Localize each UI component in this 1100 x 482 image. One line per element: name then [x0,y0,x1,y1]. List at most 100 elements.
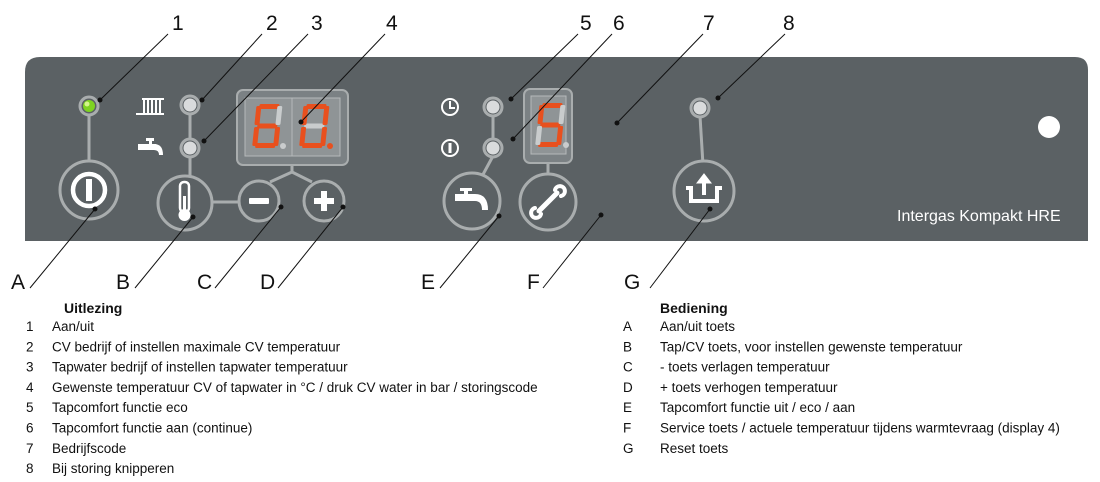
legend-item-text: Gewenste temperatuur CV of tapwater in °… [52,380,538,395]
callout-a: A [11,271,25,294]
power-small-icon [441,139,459,157]
callout-f: F [527,271,540,294]
minus-icon [249,198,269,204]
callout-c: C [197,271,212,294]
plus-button[interactable] [302,179,346,223]
legend-left-title: Uitlezing [64,300,122,316]
callout-b: B [116,271,130,294]
callout-d: D [260,271,275,294]
legend-item-text: Tapcomfort functie uit / eco / aan [660,400,855,415]
legend-item-text: Service toets / actuele temperatuur tijd… [660,421,1060,436]
indicator-dot [1038,116,1060,138]
segment-g [304,123,325,129]
legend-item-text: Tapwater bedrijf of instellen tapwater t… [52,360,348,375]
legend-key: B [623,339,632,354]
tap-icon [455,188,488,210]
service-button[interactable] [518,172,578,232]
plus-icon [314,191,334,211]
legend-left: 1 Aan/uit 2 CV bedrijf of instellen maximal… [26,319,538,476]
legend-key: 3 [26,360,34,375]
legend-item-text: Bij storing knipperen [52,461,174,476]
segment-e [535,126,543,145]
legend-key: 7 [26,441,34,456]
segment-b [275,106,283,125]
legend-key: 4 [26,380,34,395]
legend-key: 5 [26,400,34,415]
power-button[interactable] [58,159,120,221]
legend-key: G [623,441,634,456]
callout-g: G [624,271,640,294]
legend-right-title: Bediening [660,300,728,316]
segment-e [252,127,260,146]
legend-item-text: Aan/uit toets [660,319,735,334]
led-tapwater [179,137,201,159]
legend-item-text: CV bedrijf of instellen maximale CV temp… [52,339,341,354]
status-code-display [523,88,573,164]
legend-item-text: Aan/uit [52,319,94,334]
callout-2: 2 [266,12,278,35]
reset-icon [686,173,722,203]
leader-lines [29,33,786,289]
callout-7: 7 [703,12,715,35]
connectors [87,113,705,204]
thermometer-icon [178,180,191,221]
callout-3: 3 [311,12,323,35]
legend-key: A [623,319,632,334]
led-power [78,95,100,117]
radiator-icon [136,98,164,115]
segment-g [540,122,561,128]
segment-c [273,127,281,146]
tap-cv-button[interactable] [156,174,214,232]
legend-item-text: Tapcomfort functie eco [52,400,188,415]
temperature-display [236,89,349,166]
tap-icon [138,138,163,155]
reset-button[interactable] [672,159,736,223]
legend-key: C [623,360,633,375]
leader-dots [92,95,721,220]
decimal-point [327,143,333,149]
legend-item-text: Tapcomfort functie aan (continue) [52,421,252,436]
callout-6: 6 [613,12,625,35]
segment-g [257,123,278,129]
led-fault [689,97,711,119]
legend-item-text: Reset toets [660,441,729,456]
segment-f [254,106,262,125]
legend-item-text: Tap/CV toets, voor instellen gewenste te… [660,339,963,354]
legend-key: 1 [26,319,34,334]
legend-item-text: - toets verlagen temperatuur [660,360,830,375]
segment-d [538,142,559,147]
clock-icon [441,98,459,116]
legend-key: 8 [26,461,34,476]
segment-c [556,126,564,145]
segment-d [302,143,323,148]
callout-e: E [421,271,435,294]
segment-f [537,105,545,124]
callout-1: 1 [172,12,184,35]
segment-a [259,104,280,109]
led-cv [179,94,201,116]
led-tapcomfort-eco [482,96,504,118]
legend-key: F [623,421,631,436]
legend-key: 2 [26,339,34,354]
decimal-point [563,142,569,148]
legend-key: E [623,400,632,415]
segment-b [322,106,330,125]
minus-button[interactable] [237,179,281,223]
brand-label: Intergas Kompakt HRE [897,208,1061,225]
led-tapcomfort-on [482,137,504,159]
decimal-point [280,143,286,149]
legend-key: D [623,380,633,395]
callout-8: 8 [783,12,795,35]
segment-c [320,127,328,146]
wrench-icon [529,184,567,220]
segment-a [542,103,563,108]
segment-b [558,105,566,124]
segment-e [299,127,307,146]
power-icon [70,171,108,209]
legend-item-text: Bedrijfscode [52,441,126,456]
segment-d [255,143,276,148]
callout-4: 4 [386,12,398,35]
tapcomfort-button[interactable] [442,171,502,231]
